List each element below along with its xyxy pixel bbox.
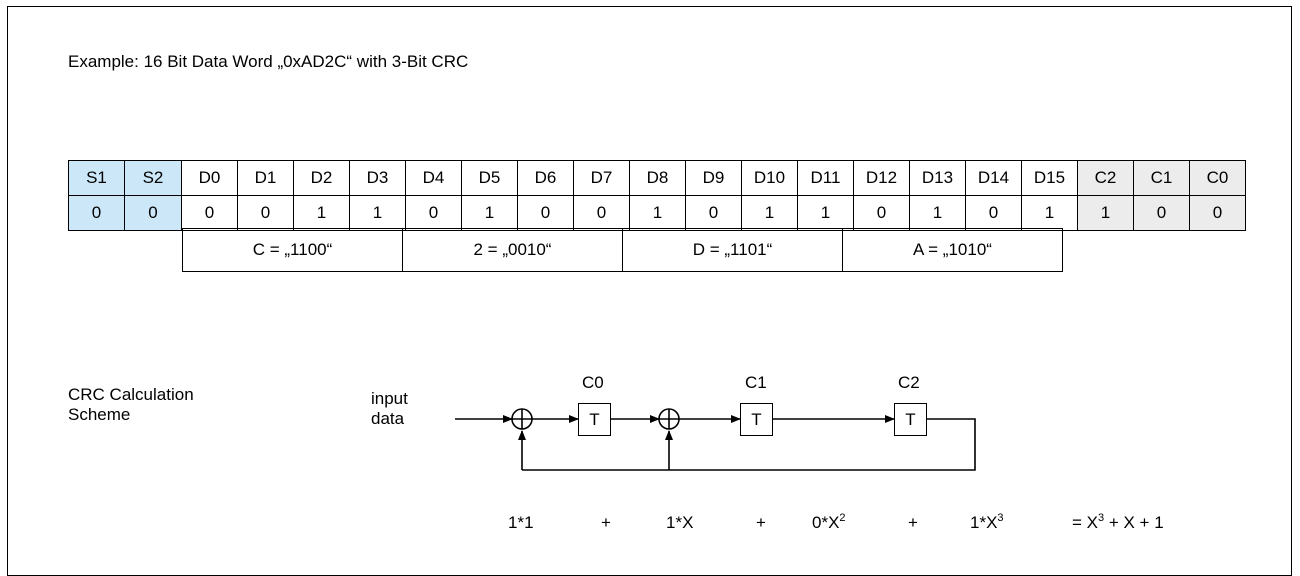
bit-header-cell: D6	[517, 160, 574, 196]
bit-header-cell: C0	[1189, 160, 1246, 196]
bit-value-cell: 0	[68, 195, 125, 231]
bit-value-cell: 0	[517, 195, 574, 231]
bit-header-cell: D13	[909, 160, 966, 196]
bit-header-cell: D12	[853, 160, 910, 196]
input-label-line1: input	[371, 389, 408, 408]
bit-value-cell: 0	[1133, 195, 1190, 231]
bit-value-cell: 0	[685, 195, 742, 231]
register-c2: T	[894, 403, 927, 436]
bit-value-cell: 0	[124, 195, 182, 231]
register-c1: T	[740, 403, 773, 436]
nibble-group: C = „1100“	[182, 228, 403, 272]
scheme-label-line1: CRC Calculation	[68, 385, 194, 404]
polynomial-result: = X3 + X + 1	[1072, 512, 1164, 533]
register-label-c2: C2	[898, 373, 920, 392]
bit-value-cell: 0	[573, 195, 630, 231]
register-label-c0: C0	[582, 373, 604, 392]
nibble-group-table: C = „1100“ 2 = „0010“ D = „1101“ A = „10…	[182, 228, 1063, 272]
bit-header-cell: D14	[965, 160, 1022, 196]
nibble-group: 2 = „0010“	[402, 228, 623, 272]
register-c0: T	[578, 403, 611, 436]
register-label-c1: C1	[745, 373, 767, 392]
bit-header-cell: S1	[68, 160, 125, 196]
bit-header-cell: D8	[629, 160, 686, 196]
plus-2: +	[756, 513, 766, 532]
bit-value-cell: 0	[853, 195, 910, 231]
scheme-label-line2: Scheme	[68, 405, 131, 424]
diagram-title: Example: 16 Bit Data Word „0xAD2C“ with …	[68, 52, 469, 71]
bit-value-cell: 0	[405, 195, 462, 231]
bit-value-cell: 1	[797, 195, 854, 231]
bit-value-cell: 1	[1021, 195, 1078, 231]
bit-header-cell: D5	[461, 160, 518, 196]
bit-header-cell: S2	[124, 160, 182, 196]
term-x2: 0*X2	[812, 512, 846, 533]
bit-header-cell: D9	[685, 160, 742, 196]
bit-value-cell: 1	[741, 195, 798, 231]
nibble-group: A = „1010“	[842, 228, 1063, 272]
bit-value-cell: 0	[965, 195, 1022, 231]
plus-1: +	[601, 513, 611, 532]
term-1: 1*1	[508, 513, 534, 532]
bit-header-cell: D3	[349, 160, 406, 196]
plus-3: +	[908, 513, 918, 532]
bit-header-cell: D10	[741, 160, 798, 196]
bit-value-cell: 0	[1189, 195, 1246, 231]
feedback-wire	[522, 418, 976, 471]
bit-value-cell: 1	[1077, 195, 1134, 231]
term-x3: 1*X3	[970, 512, 1004, 533]
nibble-group: D = „1101“	[622, 228, 843, 272]
bit-header-cell: D1	[237, 160, 294, 196]
bit-header-cell: C2	[1077, 160, 1134, 196]
bit-header-cell: D7	[573, 160, 630, 196]
bit-header-cell: C1	[1133, 160, 1190, 196]
input-label-line2: data	[371, 409, 405, 428]
term-x: 1*X	[666, 513, 694, 532]
